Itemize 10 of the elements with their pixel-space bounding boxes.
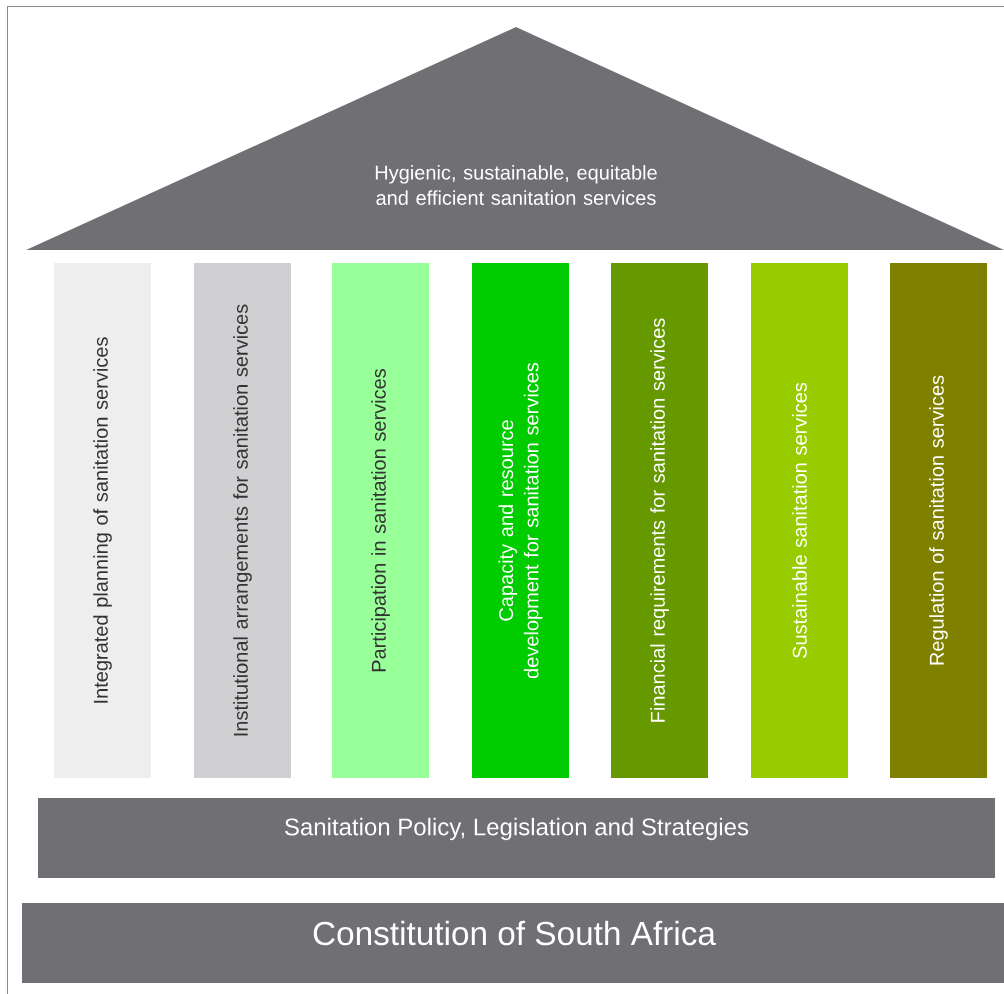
roof-triangle: Hygienic, sustainable, equitable and efficient sanitation services xyxy=(26,27,1004,250)
pillar: Institutional arrangements for sanitation services xyxy=(194,263,291,778)
pillar: Participation in sanitation services xyxy=(332,263,429,778)
pillar: Regulation of sanitation services xyxy=(890,263,987,778)
base-band: Constitution of South Africa xyxy=(22,903,1004,983)
pillar: Capacity and resource development for sanitation services xyxy=(472,263,569,778)
foundation-band: Sanitation Policy, Legislation and Strategies xyxy=(38,798,995,878)
pillar: Financial requirements for sanitation services xyxy=(611,263,708,778)
pillar: Sustainable sanitation services xyxy=(751,263,848,778)
pillar: Integrated planning of sanitation services xyxy=(54,263,151,778)
